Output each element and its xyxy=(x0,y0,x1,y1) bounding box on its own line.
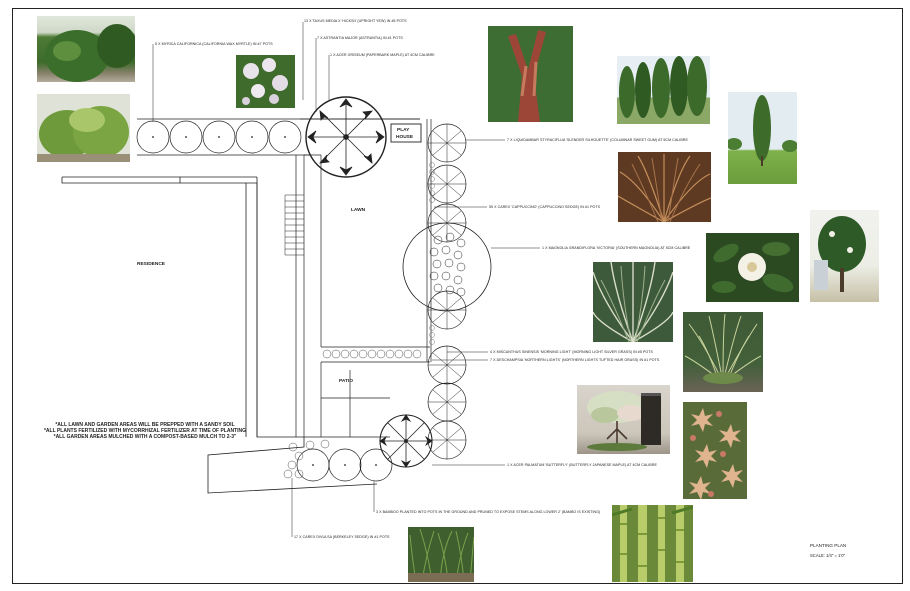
patio-label: PATIO xyxy=(339,378,353,384)
residence-label: RESIDENCE xyxy=(137,261,166,267)
acer-palmatum-tree xyxy=(379,414,433,468)
play-house-label-line2: HOUSE xyxy=(396,134,414,140)
carex-cappuccino-strip xyxy=(429,162,435,345)
callout-acer-palmatum: 1 X ACER PALMATUM 'BUTTERFLY' (BUTTERFLY… xyxy=(507,463,658,467)
callout-carex-divulsa: 17 X CAREX DIVULSA (BERKELEY SEDGE) IN #… xyxy=(294,535,390,539)
photo-magnolia-flower xyxy=(706,233,799,302)
general-notes: *ALL LAWN AND GARDEN AREAS WILL BE PREPP… xyxy=(20,422,270,441)
photo-cappuccino-sedge xyxy=(618,152,711,222)
photo-silver-grass-morning-light xyxy=(593,262,673,342)
carex-divulsa-clumps xyxy=(283,439,330,479)
play-house-label-line1: PLAY xyxy=(397,127,410,133)
residence-footprint xyxy=(61,176,378,494)
callout-myrica: 5 X MYRICA CALIFORNICA (CALIFORNIA WAX M… xyxy=(155,42,273,46)
steps xyxy=(284,194,304,256)
callout-taxus: 13 X TAXUS MEDIA X 'HICKSII' (UPRIGHT YE… xyxy=(304,19,407,23)
photo-bamboo-stems xyxy=(612,505,693,582)
plan-title: PLANTING PLAN xyxy=(810,543,847,548)
callout-leaders xyxy=(152,22,540,537)
hardscape-lines xyxy=(137,118,432,438)
lawn-label: LAWN xyxy=(351,207,366,213)
callout-acer-griseum: 1 X ACER GRISEUM (PAPERBARK MAPLE) AT 4C… xyxy=(330,53,435,57)
callout-magnolia: 1 X MAGNOLIA GRANDIFLORA 'VICTORIA' (SOU… xyxy=(542,246,691,250)
note-line: *ALL LAWN AND GARDEN AREAS WILL BE PREPP… xyxy=(55,422,235,428)
photo-astrantia-flowers xyxy=(236,55,295,108)
callout-liquidambar: 7 X LIQUIDAMBAR STYRACIFLUA 'SLENDER SIL… xyxy=(507,138,688,142)
acer-griseum-tree xyxy=(305,96,387,178)
note-line: *ALL PLANTS FERTILIZED WITH MYCORRHIZAL … xyxy=(43,428,247,435)
photo-japanese-maple-leaves xyxy=(683,402,747,499)
callout-deschampsia: 7 X DESCHAMPSIA 'NORTHERN LIGHTS' (NORTH… xyxy=(490,358,660,362)
callout-miscanthus: 4 X MISCANTHUS SINENSIS 'MORNING LIGHT' … xyxy=(490,350,653,354)
note-line: *ALL GARDEN AREAS MULCHED WITH A COMPOST… xyxy=(53,434,237,441)
callout-astrantia: 7 X ASTRANTIA MAJOR (ASTRANTIA) IN #1 PO… xyxy=(317,36,403,40)
myrica-row xyxy=(136,120,302,154)
magnolia-tree xyxy=(402,222,492,312)
photo-columnar-sweet-gum-row xyxy=(617,56,710,124)
photo-yew-shrub xyxy=(37,94,130,162)
drawing-sheet-border xyxy=(12,8,903,584)
photo-tufted-hair-grass xyxy=(683,312,763,392)
bamboo-pots xyxy=(296,448,393,482)
photo-japanese-maple-butterfly xyxy=(577,385,670,454)
play-house xyxy=(390,123,422,143)
plan-scale: SCALE: 1/4" = 1'0" xyxy=(810,553,846,558)
callout-carex-cappuccino: 55 X CAREX 'CAPPUCCINO' (CAPPUCCINO SEDG… xyxy=(489,205,601,209)
photo-paperbark-maple xyxy=(488,26,573,122)
callout-bamboo: 3 X BAMBOO PLANTED INTO POTS IN THE GROU… xyxy=(376,510,600,514)
photo-southern-magnolia-tree xyxy=(810,210,879,302)
photo-myrica-shrub xyxy=(37,16,135,82)
photo-berkeley-sedge xyxy=(408,527,474,582)
deschampsia-strip xyxy=(322,349,422,359)
liquidambar-column xyxy=(427,123,467,460)
photo-columnar-sweet-gum-single xyxy=(728,92,797,184)
